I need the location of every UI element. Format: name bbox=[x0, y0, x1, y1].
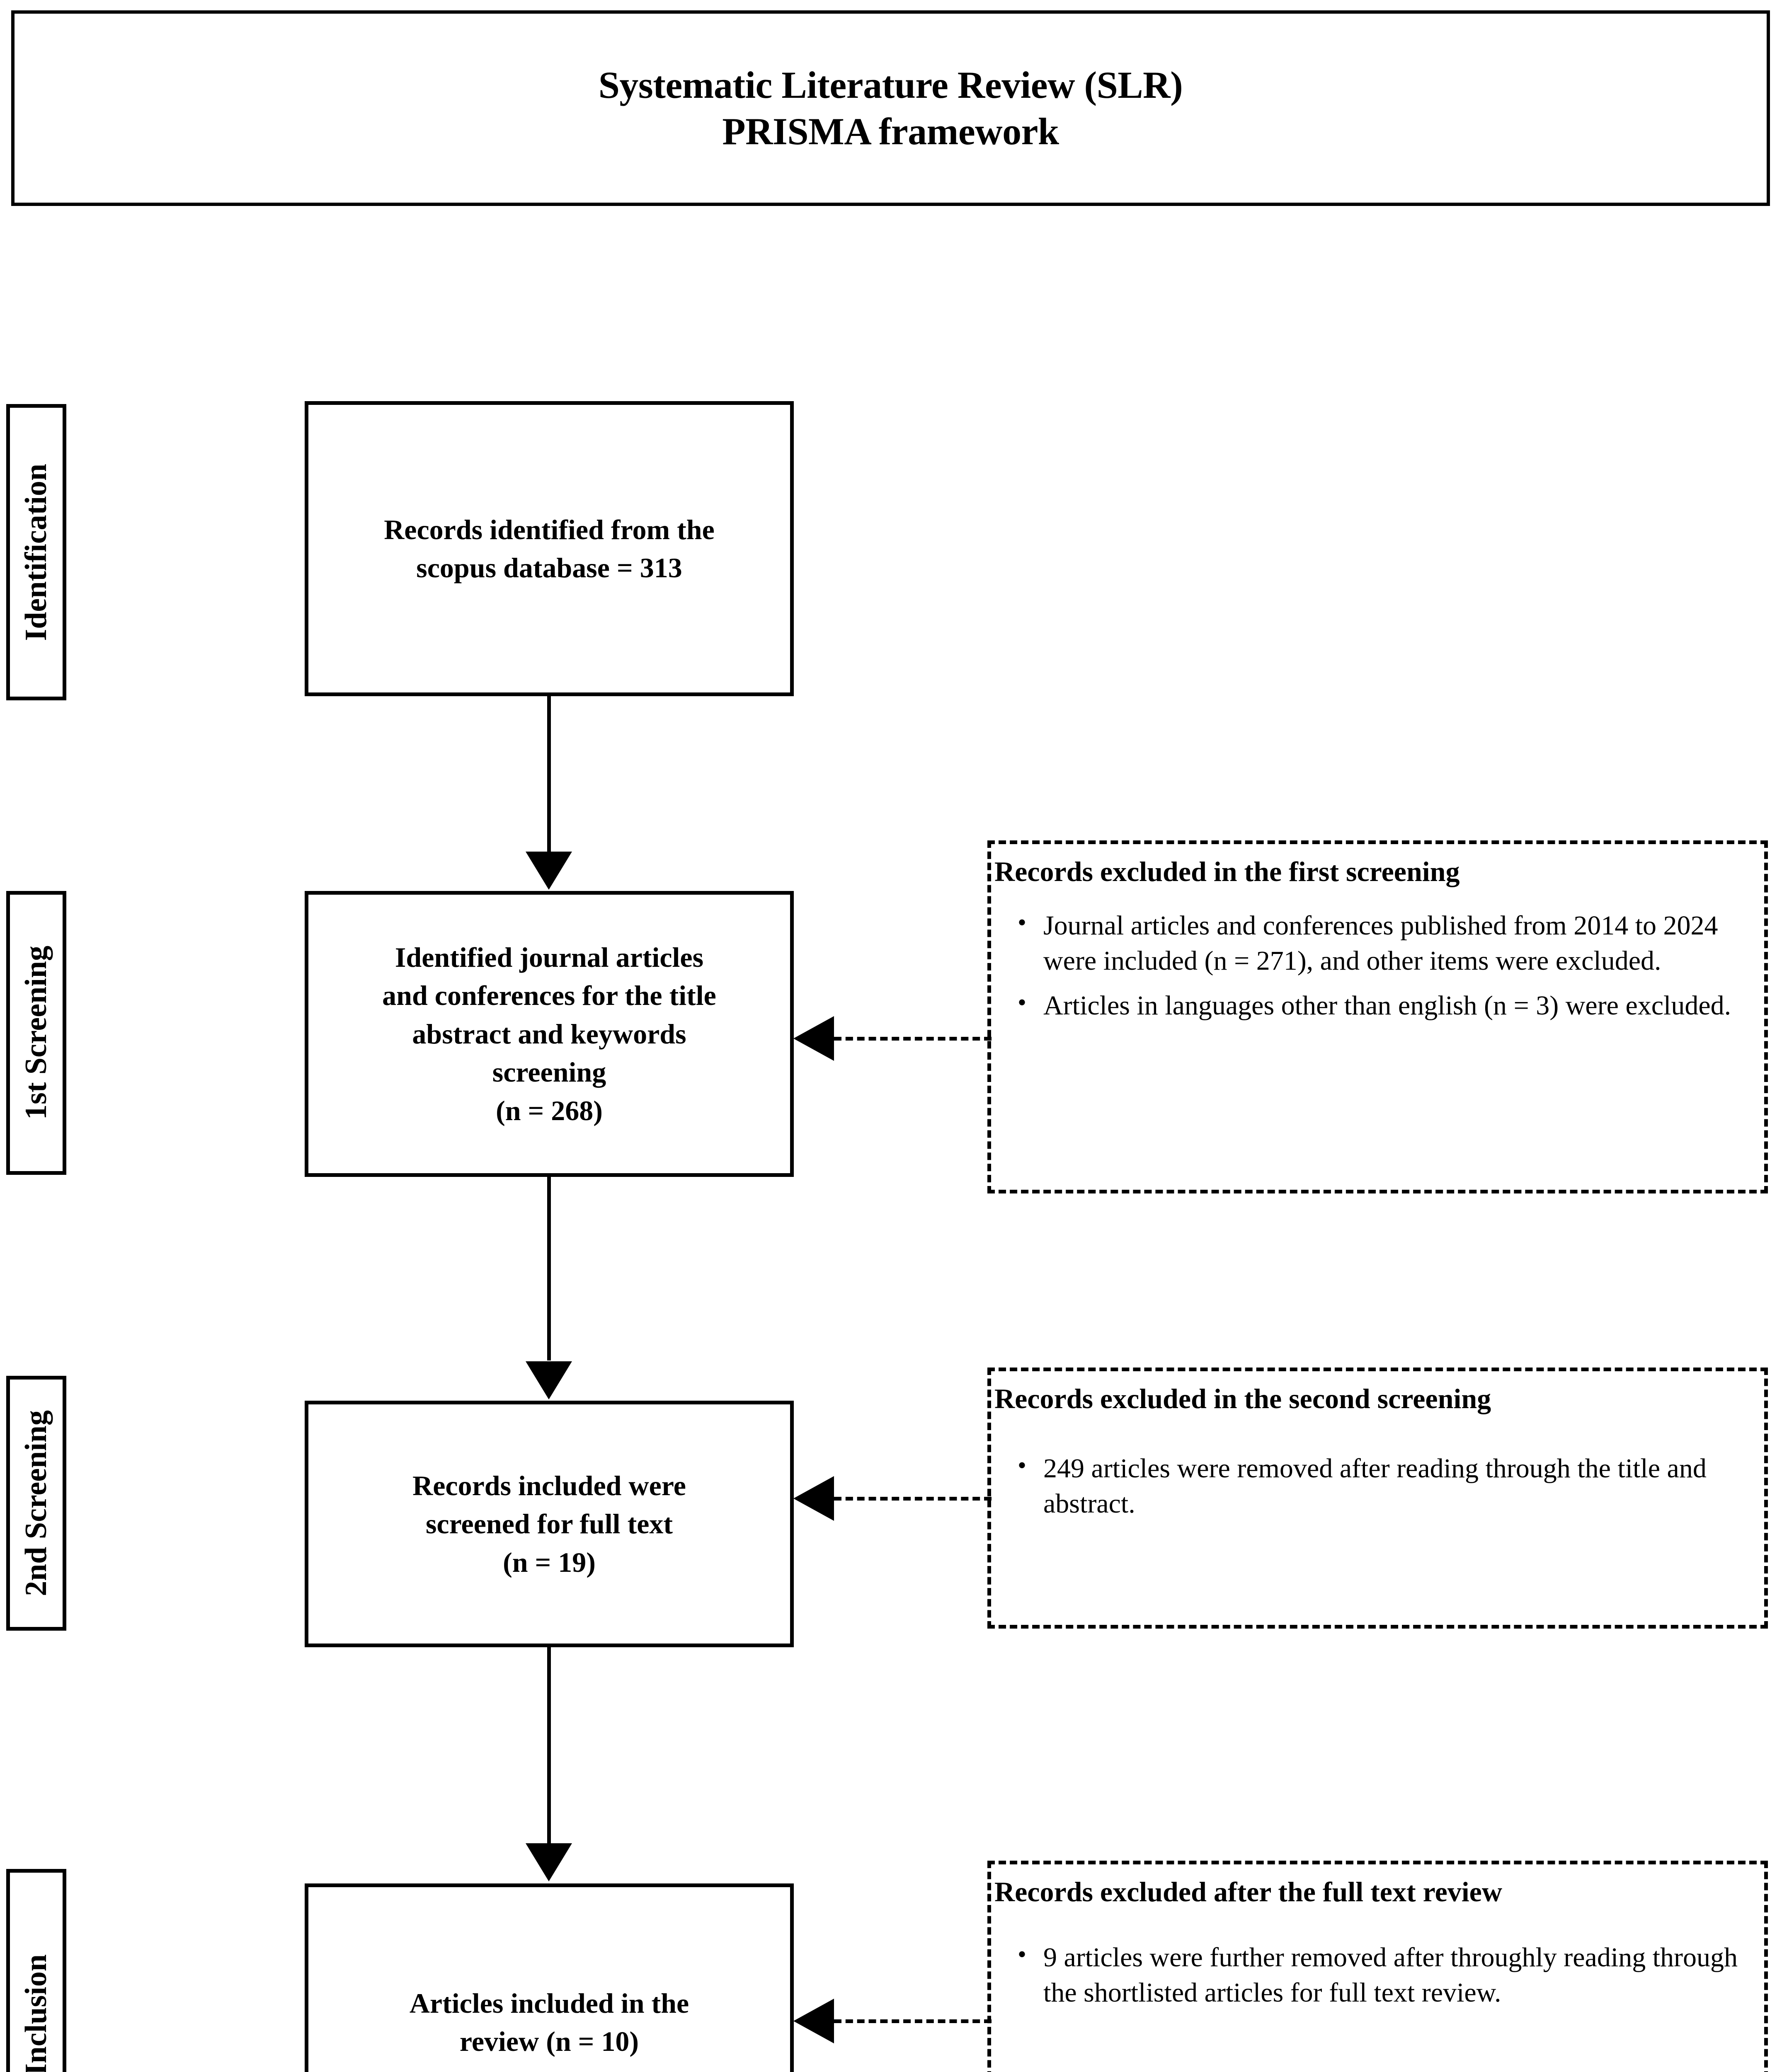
exclusion-box-second-screening-list: 249 articles were removed after reading … bbox=[994, 1449, 1755, 1522]
stage-label-identification-text: Identification bbox=[19, 463, 53, 641]
list-item: Articles in languages other than english… bbox=[1018, 986, 1755, 1024]
arrowhead-left-icon-second-exclusion bbox=[793, 1476, 834, 1521]
connector-line-second-screening-to-inclusion bbox=[547, 1647, 551, 1847]
page-title-line-2: PRISMA framework bbox=[722, 110, 1059, 152]
arrowhead-down-icon-inclusion bbox=[526, 1843, 572, 1881]
connector-dashed-line-second-exclusion bbox=[834, 1497, 992, 1501]
stage-label-first-screening-text: 1st Screening bbox=[19, 946, 53, 1120]
flow-box-screened-full-text-text: Records included were screened for full … bbox=[412, 1469, 686, 1578]
list-item: Journal articles and conferences publish… bbox=[1018, 906, 1755, 979]
stage-label-inclusion-text: Inclusion bbox=[19, 1954, 53, 2072]
connector-dashed-line-third-exclusion bbox=[834, 2019, 992, 2023]
stage-label-inclusion: Inclusion bbox=[6, 1869, 66, 2072]
stage-label-second-screening-text: 2nd Screening bbox=[19, 1410, 53, 1596]
exclusion-box-full-text-review-title: Records excluded after the full text rev… bbox=[994, 1876, 1502, 1907]
exclusion-box-first-screening-list: Journal articles and conferences publish… bbox=[994, 906, 1755, 1024]
exclusion-box-second-screening: Records excluded in the second screening… bbox=[987, 1368, 1768, 1629]
flow-box-records-identified: Records identified from the scopus datab… bbox=[305, 401, 794, 696]
arrowhead-down-icon-first-screening bbox=[526, 852, 572, 890]
exclusion-box-full-text-review-list: 9 articles were further removed after th… bbox=[994, 1938, 1755, 2011]
flow-box-screened-full-text: Records included were screened for full … bbox=[305, 1401, 794, 1647]
flow-box-identified-journal-articles: Identified journal articles and conferen… bbox=[305, 891, 794, 1177]
stage-label-second-screening: 2nd Screening bbox=[6, 1376, 66, 1631]
exclusion-box-first-screening: Records excluded in the first screening … bbox=[987, 840, 1768, 1193]
flow-box-records-identified-text: Records identified from the scopus datab… bbox=[384, 513, 715, 583]
flow-box-identified-journal-articles-text: Identified journal articles and conferen… bbox=[382, 941, 716, 1126]
exclusion-box-first-screening-title: Records excluded in the first screening bbox=[994, 856, 1460, 887]
flow-box-articles-included: Articles included in the review (n = 10) bbox=[305, 1883, 794, 2072]
arrowhead-down-icon-second-screening bbox=[526, 1361, 572, 1399]
arrowhead-left-icon-third-exclusion bbox=[793, 1999, 834, 2043]
exclusion-box-second-screening-title: Records excluded in the second screening bbox=[994, 1383, 1491, 1414]
diagram-title-box: Systematic Literature Review (SLR) PRISM… bbox=[11, 10, 1770, 206]
connector-line-first-to-second-screening bbox=[547, 1177, 551, 1360]
stage-label-identification: Identification bbox=[6, 404, 66, 700]
list-item: 9 articles were further removed after th… bbox=[1018, 1938, 1755, 2011]
list-item: 249 articles were removed after reading … bbox=[1018, 1449, 1755, 1522]
exclusion-box-full-text-review: Records excluded after the full text rev… bbox=[987, 1861, 1768, 2072]
flow-box-articles-included-text: Articles included in the review (n = 10) bbox=[409, 1987, 689, 2057]
connector-dashed-line-first-exclusion bbox=[834, 1037, 992, 1041]
stage-label-first-screening: 1st Screening bbox=[6, 891, 66, 1175]
arrowhead-left-icon-first-exclusion bbox=[793, 1016, 834, 1061]
connector-line-identification-to-first-screening bbox=[547, 696, 551, 860]
page-title-line-1: Systematic Literature Review (SLR) bbox=[598, 63, 1183, 106]
